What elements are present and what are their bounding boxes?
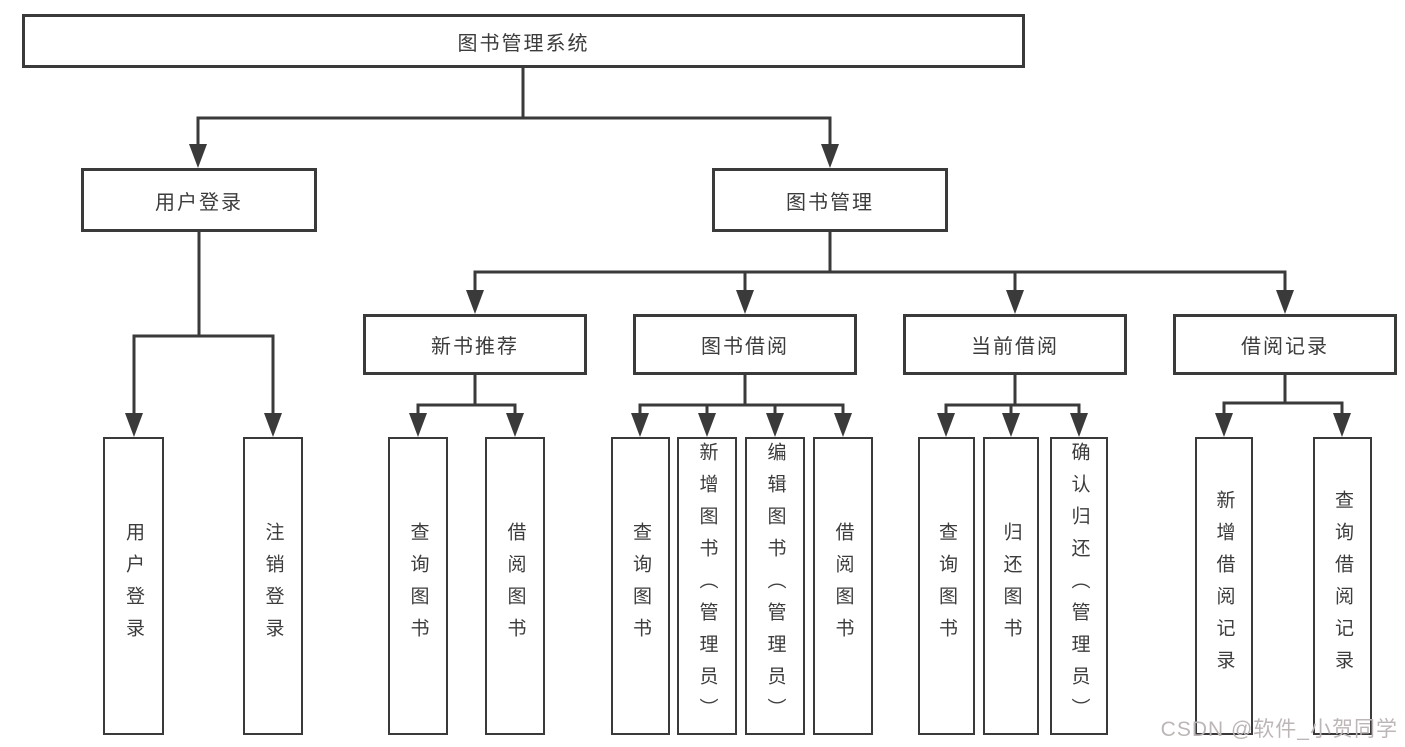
- leaf-borrow-books: 借阅图书: [813, 437, 873, 735]
- arrowheads: [125, 144, 1351, 437]
- leaf-add-books-admin: 新增图书（管理员）: [677, 437, 737, 735]
- leaf-label: 查询借阅记录: [1332, 490, 1353, 682]
- node-user-login: 用户登录: [81, 168, 317, 232]
- node-new-book-recommend: 新书推荐: [363, 314, 587, 375]
- leaf-borrow-books-recommend: 借阅图书: [485, 437, 545, 735]
- leaf-logout: 注销登录: [243, 437, 303, 735]
- leaf-label: 查询图书: [936, 522, 957, 650]
- node-book-borrow: 图书借阅: [633, 314, 857, 375]
- leaf-label: 借阅图书: [832, 522, 854, 650]
- node-label: 当前借阅: [971, 336, 1059, 358]
- node-label: 图书管理: [786, 191, 874, 214]
- leaf-label: 查询图书: [630, 522, 651, 650]
- leaf-query-borrow-record: 查询借阅记录: [1313, 437, 1372, 735]
- leaf-query-books-current: 查询图书: [918, 437, 975, 735]
- node-label: 用户登录: [155, 191, 243, 214]
- leaf-edit-books-admin: 编辑图书（管理员）: [745, 437, 805, 735]
- leaf-add-borrow-record: 新增借阅记录: [1195, 437, 1253, 735]
- leaf-label: 确认归还（管理员）: [1068, 442, 1090, 730]
- leaf-user-login: 用户登录: [103, 437, 164, 735]
- leaf-label: 新增图书（管理员）: [696, 442, 718, 730]
- leaf-query-books-recommend: 查询图书: [388, 437, 448, 735]
- leaf-return-books: 归还图书: [983, 437, 1039, 735]
- tree-edges: [132, 68, 1344, 420]
- node-book-management: 图书管理: [712, 168, 948, 232]
- node-root-system: 图书管理系统: [22, 14, 1025, 68]
- node-borrow-records: 借阅记录: [1173, 314, 1397, 375]
- node-label: 图书管理系统: [457, 32, 590, 55]
- node-label: 借阅记录: [1241, 336, 1329, 358]
- leaf-label: 查询图书: [407, 522, 429, 650]
- leaf-label: 归还图书: [1000, 522, 1022, 650]
- leaf-label: 新增借阅记录: [1213, 490, 1235, 682]
- leaf-confirm-return-admin: 确认归还（管理员）: [1050, 437, 1108, 735]
- csdn-watermark: CSDN @软件_小贺同学: [1160, 718, 1398, 741]
- leaf-label: 用户登录: [123, 522, 144, 650]
- node-label: 图书借阅: [701, 336, 789, 358]
- leaf-label: 注销登录: [262, 522, 284, 650]
- leaf-label: 借阅图书: [504, 522, 526, 650]
- leaf-query-books-borrow: 查询图书: [611, 437, 670, 735]
- node-current-borrow: 当前借阅: [903, 314, 1127, 375]
- node-label: 新书推荐: [431, 336, 519, 358]
- leaf-label: 编辑图书（管理员）: [764, 442, 786, 730]
